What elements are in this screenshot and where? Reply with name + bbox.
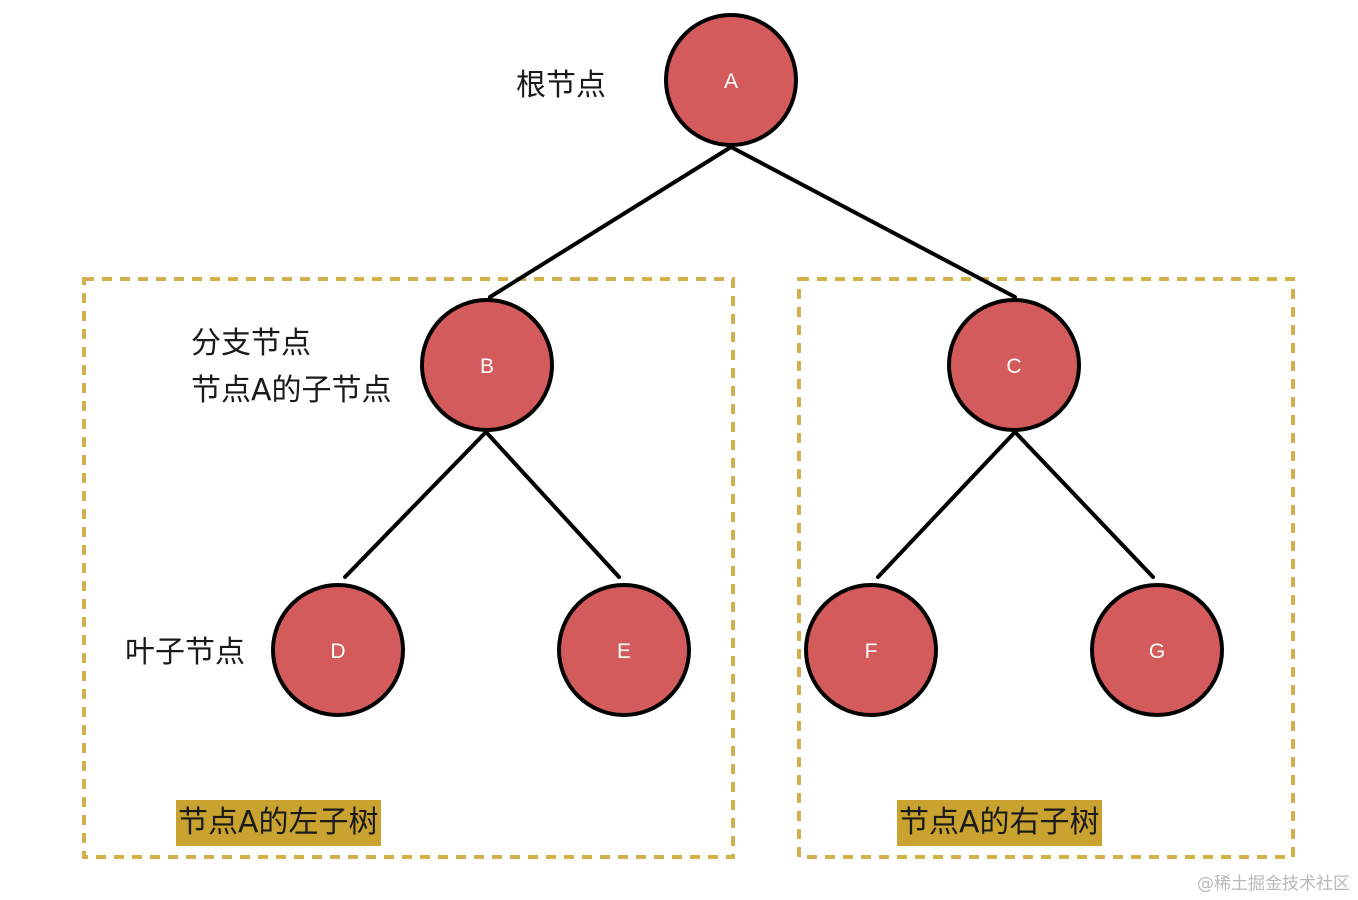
left-subtree-box [82,277,735,859]
node-b: B [420,298,554,432]
edge-c-f [876,430,1017,579]
node-g: G [1090,583,1224,717]
node-e: E [557,583,691,717]
node-c-label: C [1006,355,1021,378]
branch-node-label: 分支节点 [191,326,311,361]
edge-a-c [729,145,1017,299]
node-g-label: G [1149,640,1165,663]
edge-c-g [1013,430,1155,579]
node-e-label: E [617,640,631,663]
watermark: @稀土掘金技术社区 [1197,874,1350,894]
edge-a-b [488,145,733,299]
left-subtree-caption: 节点A的左子树 [176,800,381,846]
node-a-label: A [724,70,738,93]
node-d-label: D [330,640,345,663]
edge-b-e [484,430,621,579]
child-node-label: 节点A的子节点 [191,373,392,408]
root-node-label: 根节点 [516,68,606,103]
node-b-label: B [480,355,494,378]
right-subtree-caption: 节点A的右子树 [897,800,1102,846]
node-a: A [664,13,798,147]
node-d: D [271,583,405,717]
node-f-label: F [865,640,878,663]
node-c: C [947,298,1081,432]
right-subtree-box [797,277,1295,859]
edge-b-d [343,430,488,579]
leaf-node-label: 叶子节点 [125,635,245,670]
node-f: F [804,583,938,717]
